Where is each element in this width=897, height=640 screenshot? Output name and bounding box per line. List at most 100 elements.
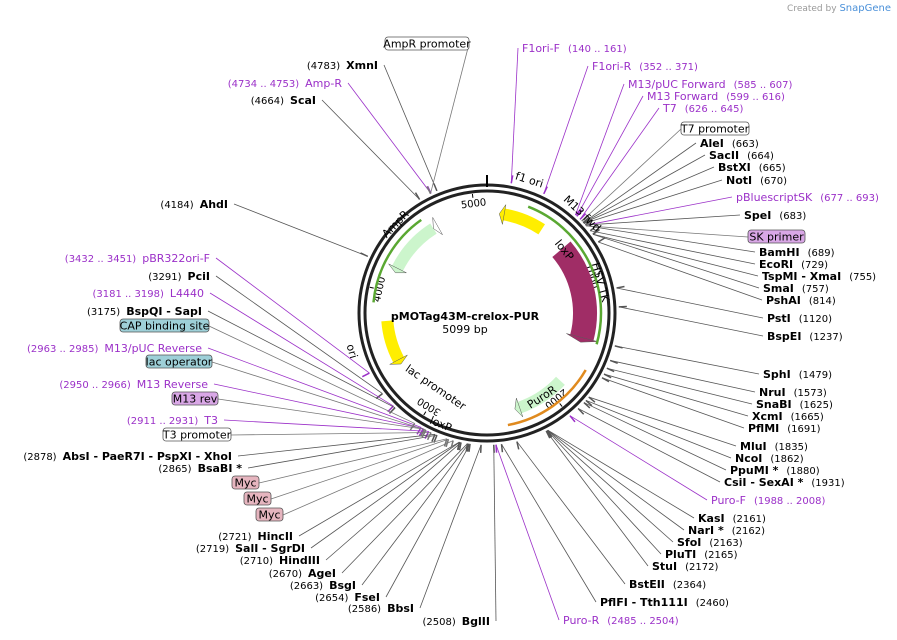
leader-line	[207, 310, 396, 409]
snapgene-credit: Created by SnapGene	[787, 3, 891, 14]
feature-box-label: Myc	[243, 491, 272, 506]
enzyme-label: KasI(2161)	[698, 512, 766, 525]
leader-line	[583, 142, 697, 223]
site-tick	[588, 396, 596, 403]
enzyme-label: NarI *(2162)	[688, 524, 765, 537]
leader-line	[546, 430, 662, 555]
primer-name: pBR322ori-F	[142, 252, 210, 265]
enzyme-name: AbsI - PaeR7I - PspXI - XhoI	[63, 450, 232, 463]
direction-arc	[527, 205, 603, 345]
leader-line	[298, 441, 460, 537]
enzyme-label: AleI(663)	[700, 137, 759, 150]
enzyme-label: PciI(3291)	[148, 270, 210, 283]
enzyme-label: CsiI - SexAI *(1931)	[724, 476, 845, 489]
leader-line	[586, 225, 749, 238]
enzyme-name: PpuMI *	[730, 464, 779, 477]
enzyme-label: ScaI(4664)	[251, 94, 316, 107]
primer-name: Amp-R	[305, 77, 342, 90]
site-position: (757)	[802, 284, 829, 295]
site-position: (2654)	[315, 593, 348, 604]
plasmid-name: pMOTag43M-crelox-PUR	[391, 310, 540, 323]
leader-line	[516, 441, 626, 585]
leader-line	[583, 179, 723, 224]
enzyme-label: HincII(2721)	[218, 530, 293, 543]
leader-line	[495, 444, 560, 621]
site-position: (2950 .. 2966)	[59, 380, 131, 391]
primer-label: M13/pUC Forward(585 .. 607)	[628, 78, 792, 91]
site-tick	[583, 402, 591, 409]
enzyme-label: SfoI(2163)	[677, 536, 743, 549]
leader-line	[585, 196, 733, 226]
site-position: (2865)	[158, 464, 191, 475]
site-position: (664)	[747, 151, 774, 162]
enzyme-name: HindIII	[279, 554, 320, 567]
feature-box	[162, 427, 232, 442]
site-tick	[426, 186, 432, 195]
site-position: (3175)	[87, 307, 120, 318]
site-position: (2163)	[709, 538, 742, 549]
enzyme-label: PstI(1120)	[767, 312, 832, 325]
site-tick	[500, 444, 504, 453]
primer-label: pBluescriptSK(677 .. 693)	[736, 191, 879, 204]
site-tick	[421, 429, 427, 438]
enzyme-name: StuI	[652, 560, 677, 573]
primer-label: M13/pUC Reverse(2963 .. 2985)	[27, 342, 202, 355]
enzyme-label: NruI(1573)	[759, 386, 827, 399]
site-tick	[495, 444, 498, 453]
site-position: (3432 .. 3451)	[65, 254, 137, 265]
enzyme-label: BspEI (1237)	[767, 330, 843, 343]
snapgene-logo-text: SnapGene	[839, 3, 891, 14]
leader-line	[583, 166, 715, 224]
feature-label: ori	[344, 343, 360, 360]
enzyme-name: BspEI	[767, 330, 801, 343]
primer-label: pBR322ori-F (3432 .. 3451)	[65, 252, 210, 265]
site-position: (814)	[809, 296, 836, 307]
backbone-inner-ring	[363, 189, 611, 437]
leader-line	[211, 361, 427, 431]
site-tick	[583, 217, 591, 225]
feature-label: AmpR	[379, 208, 411, 241]
site-position: (4734 .. 4753)	[228, 79, 300, 90]
enzyme-label: BstXI(665)	[718, 161, 786, 174]
site-tick	[388, 407, 396, 414]
feature-box-label: AmpR promoter	[383, 36, 471, 51]
enzyme-label: AbsI - PaeR7I - PspXI - XhoI(2878)	[23, 450, 232, 463]
leader-line	[233, 203, 368, 257]
enzyme-name: PflFI - Tth111I	[600, 596, 688, 609]
enzyme-label: BsaBI *(2865)	[158, 462, 242, 475]
site-position: (2172)	[685, 562, 718, 573]
leader-line	[545, 430, 649, 567]
enzyme-name: BsgI	[329, 579, 356, 592]
leader-line	[282, 440, 454, 516]
enzyme-label: NcoI(1862)	[735, 452, 804, 465]
site-tick	[614, 345, 623, 349]
feature-box	[231, 475, 260, 490]
direction-arc	[507, 369, 587, 427]
enzyme-name: PciI	[188, 270, 210, 283]
enzyme-name: SnaBI	[756, 398, 792, 411]
site-position: (4664)	[251, 96, 284, 107]
feature-box-label: T3 promoter	[162, 427, 232, 442]
primer-name: M13 Forward	[647, 90, 718, 103]
primer-name: M13 Reverse	[137, 378, 208, 391]
enzyme-name: BspQI - SapI	[126, 305, 202, 318]
leader-line	[547, 429, 685, 531]
site-position: (1665)	[791, 412, 824, 423]
enzyme-name: MluI	[740, 440, 767, 453]
primer-label: T7(626 .. 645)	[662, 102, 744, 115]
tick-mark	[423, 411, 427, 416]
feature-box	[384, 36, 470, 51]
feature-box-text: Myc	[234, 477, 256, 490]
site-tick	[582, 216, 590, 224]
leader-line	[510, 47, 519, 184]
enzyme-label: BamHI(689)	[759, 246, 835, 259]
site-tick	[409, 423, 416, 431]
site-position: (2721)	[218, 532, 251, 543]
primer-label: M13 Forward(599 .. 616)	[647, 90, 785, 103]
leader-line	[385, 443, 471, 598]
enzyme-name: BstXI	[718, 161, 751, 174]
leader-line	[361, 443, 469, 586]
site-position: (1237)	[809, 332, 842, 343]
primer-name: T3	[203, 414, 218, 427]
enzyme-label: PflMI(1691)	[748, 422, 821, 435]
